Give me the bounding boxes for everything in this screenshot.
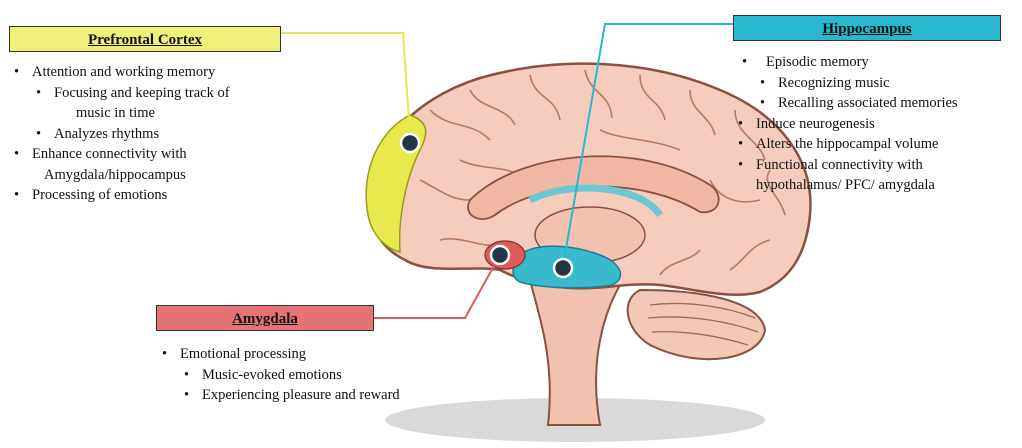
- list-item: Music-evoked emotions: [162, 365, 492, 386]
- amygdala-list: Emotional processing Music-evoked emotio…: [162, 344, 492, 406]
- list-item: Analyzes rhythms: [14, 124, 344, 145]
- hippocampus-title: Hippocampus: [733, 15, 1001, 41]
- list-item: Functional connectivity with: [738, 155, 1022, 176]
- list-item: Experiencing pleasure and reward: [162, 385, 492, 406]
- list-item: Attention and working memory: [14, 62, 344, 83]
- list-item: Episodic memory: [738, 52, 1022, 73]
- list-item: Alters the hippocampal volume: [738, 134, 1022, 155]
- hippocampus-list: Episodic memory Recognizing music Recall…: [738, 52, 1022, 196]
- hippocampus-marker: [554, 259, 572, 277]
- amygdala-title: Amygdala: [156, 305, 374, 331]
- list-item: Emotional processing: [162, 344, 492, 365]
- list-item: music in time: [14, 103, 344, 124]
- amygdala-marker: [491, 246, 509, 264]
- list-item: Induce neurogenesis: [738, 114, 1022, 135]
- list-item: Recognizing music: [738, 73, 1022, 94]
- list-item: Recalling associated memories: [738, 93, 1022, 114]
- list-item: Processing of emotions: [14, 185, 344, 206]
- list-item: Amygdala/hippocampus: [14, 165, 344, 186]
- list-item: Focusing and keeping track of: [14, 83, 344, 104]
- cerebellum: [628, 290, 765, 359]
- prefrontal-list: Attention and working memory Focusing an…: [14, 62, 344, 206]
- prefrontal-title: Prefrontal Cortex: [9, 26, 281, 52]
- list-item: Enhance connectivity with: [14, 144, 344, 165]
- list-item: hypothalamus/ PFC/ amygdala: [738, 175, 1022, 196]
- prefrontal-marker: [401, 134, 419, 152]
